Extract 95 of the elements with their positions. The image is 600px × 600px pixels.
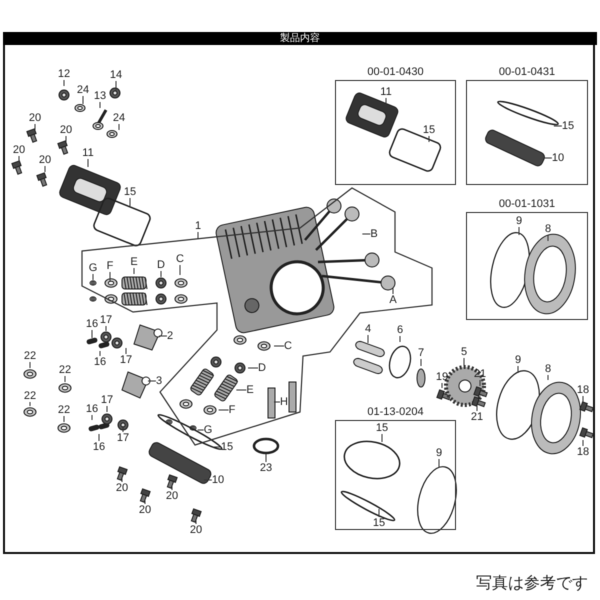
callout-number: 5: [460, 346, 468, 358]
callout-number: 22: [24, 350, 36, 362]
callout-number: 24: [112, 112, 126, 124]
callout-number: 11: [380, 86, 392, 98]
leader-line: [160, 270, 162, 278]
callout-number: 22: [24, 390, 36, 402]
leader-line: [428, 136, 430, 142]
callout-number: 18: [576, 384, 590, 396]
callout-number: C: [176, 253, 184, 265]
callout-number: 7: [418, 347, 424, 359]
callout-number: 15: [220, 441, 234, 453]
callout-number: 20: [60, 124, 72, 136]
callout-number: 20: [190, 524, 202, 536]
callout-number: 9: [436, 447, 442, 459]
callout-number: G: [204, 424, 212, 436]
leader-line: [34, 124, 36, 130]
callout-number: 10: [212, 474, 224, 486]
callout-number: 6: [396, 324, 404, 336]
callout-number: 3: [156, 375, 162, 387]
leader-line: [212, 446, 222, 448]
callout-number: 15: [376, 422, 388, 434]
callout-number: 15: [562, 120, 574, 132]
leader-line: [92, 274, 94, 280]
callout-number: 24: [76, 84, 90, 96]
callout-number: 16: [86, 403, 98, 415]
leader-line: [582, 396, 584, 402]
leader-line: [147, 380, 156, 382]
leader-line: [122, 426, 124, 432]
callout-number: 20: [166, 490, 178, 502]
callout-number: F: [106, 260, 114, 272]
callout-number: D: [258, 362, 266, 374]
title: 製品内容: [280, 32, 320, 45]
callout-number: 11: [82, 147, 94, 159]
callout-number: 20: [12, 144, 26, 156]
callout-number: 14: [110, 69, 122, 81]
callout-number: 15: [422, 124, 436, 136]
callout-number: E: [246, 384, 254, 396]
callout-number: 15: [372, 517, 386, 529]
callout-number: G: [88, 262, 98, 274]
callout-number: 16: [86, 318, 98, 330]
callout-number: E: [130, 256, 138, 268]
callout-number: D: [157, 259, 165, 271]
leader-line: [476, 404, 478, 412]
callout-number: 4: [364, 323, 372, 335]
callout-number: 17: [100, 394, 114, 406]
callout-number: 22: [58, 404, 70, 416]
callout-number: 12: [58, 68, 70, 80]
leader-line: [392, 288, 394, 294]
leader-line: [420, 358, 422, 366]
leader-line: [438, 458, 440, 468]
leader-line: [106, 406, 108, 412]
caption: 写真は参考です: [476, 574, 588, 594]
leader-line: [98, 434, 100, 442]
callout-number: 2: [166, 330, 174, 342]
callout-number: B: [370, 228, 378, 240]
leader-line: [378, 508, 380, 518]
callout-number: 20: [28, 112, 42, 124]
callout-number: 13: [94, 90, 106, 102]
callout-number: 8: [544, 363, 552, 375]
callout-number: 20: [116, 482, 128, 494]
callout-number: 19: [436, 371, 448, 383]
callout-number: 17: [116, 432, 130, 444]
callout-number: 10: [552, 152, 564, 164]
leader-line: [44, 166, 46, 172]
kit-part-number: 00-01-0431: [498, 66, 556, 78]
callout-number: H: [280, 396, 288, 408]
callout-number: 1: [194, 220, 202, 232]
leader-line: [64, 376, 66, 382]
callout-number: 23: [260, 462, 272, 474]
callout-number: F: [228, 404, 236, 416]
kit-part-number: 00-01-0430: [366, 66, 425, 78]
leader-line: [144, 498, 146, 504]
kit-part-number: 00-01-1031: [498, 198, 556, 210]
callout-number: 9: [514, 354, 522, 366]
callout-number: 15: [124, 186, 136, 198]
callout-number: 20: [138, 504, 152, 516]
kit-part-number: 01-13-0204: [366, 406, 425, 418]
callout-number: 16: [92, 441, 106, 453]
callout-number: 8: [544, 223, 552, 235]
callout-number: 9: [516, 215, 522, 227]
callout-number: 22: [58, 364, 72, 376]
callout-number: 21: [474, 368, 486, 380]
leader-line: [518, 226, 520, 236]
callout-number: 18: [576, 446, 590, 458]
leader-line: [18, 156, 20, 162]
callout-number: 16: [94, 356, 106, 368]
leader-line: [82, 96, 84, 104]
callout-number: C: [284, 340, 292, 352]
callout-number: 21: [470, 411, 484, 423]
leader-line: [118, 124, 120, 130]
callout-number: 20: [38, 154, 52, 166]
leader-line: [582, 440, 584, 446]
callout-number: 17: [120, 354, 132, 366]
callout-number: A: [389, 294, 397, 306]
callout-number: 17: [100, 314, 112, 326]
